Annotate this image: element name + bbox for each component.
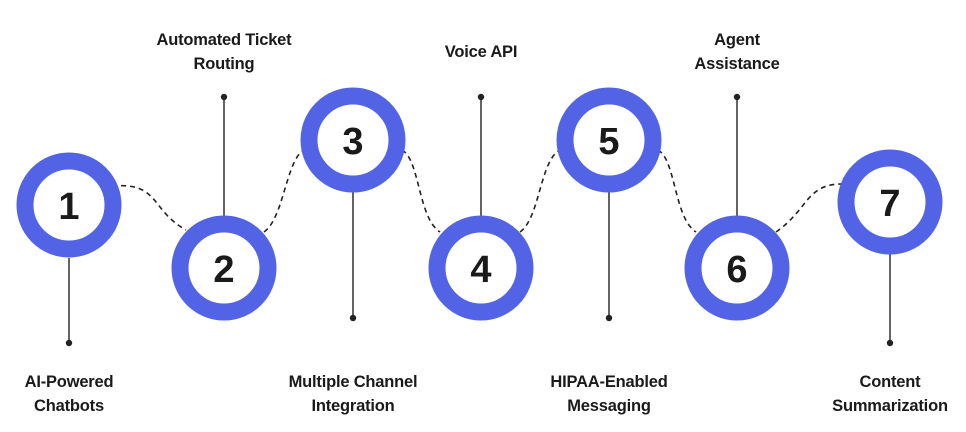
step-number-4: 4 — [470, 249, 491, 291]
connector-4-5 — [519, 149, 561, 233]
step-label-1: AI-Powered Chatbots — [24, 373, 114, 415]
step-circle-5: 5 — [556, 87, 662, 193]
connector-6-7 — [775, 183, 843, 233]
connector-5-6 — [657, 149, 697, 233]
step-label-2: Automated Ticket Routing — [156, 31, 292, 73]
connector-2-3 — [263, 149, 305, 233]
step-label-5: HIPAA-Enabled Messaging — [550, 373, 668, 415]
step-number-5: 5 — [598, 121, 619, 163]
step-number-2: 2 — [213, 249, 234, 291]
step-number-1: 1 — [58, 186, 79, 228]
stem-2 — [220, 93, 228, 218]
step-label-7: Content Summarization — [832, 373, 948, 415]
step-circle-3: 3 — [300, 87, 406, 193]
stem-7 — [886, 252, 894, 347]
step-circle-7: 7 — [837, 149, 943, 255]
step-label-6: Agent Assistance — [694, 31, 780, 73]
connector-3-4 — [401, 149, 441, 233]
step-label-4: Voice API — [444, 43, 518, 61]
stem-3 — [349, 190, 357, 322]
stem-4 — [477, 93, 485, 218]
connector-1-2 — [111, 184, 187, 231]
stem-1 — [65, 258, 73, 347]
step-number-3: 3 — [342, 121, 363, 163]
stem-6 — [733, 93, 741, 218]
step-circle-4: 4 — [428, 215, 534, 321]
step-circle-6: 6 — [684, 215, 790, 321]
step-circle-1: 1 — [16, 152, 122, 258]
step-circle-2: 2 — [171, 215, 277, 321]
step-number-7: 7 — [879, 183, 900, 225]
stem-5 — [605, 190, 613, 322]
step-number-6: 6 — [726, 249, 747, 291]
step-label-3: Multiple Channel Integration — [288, 373, 418, 415]
